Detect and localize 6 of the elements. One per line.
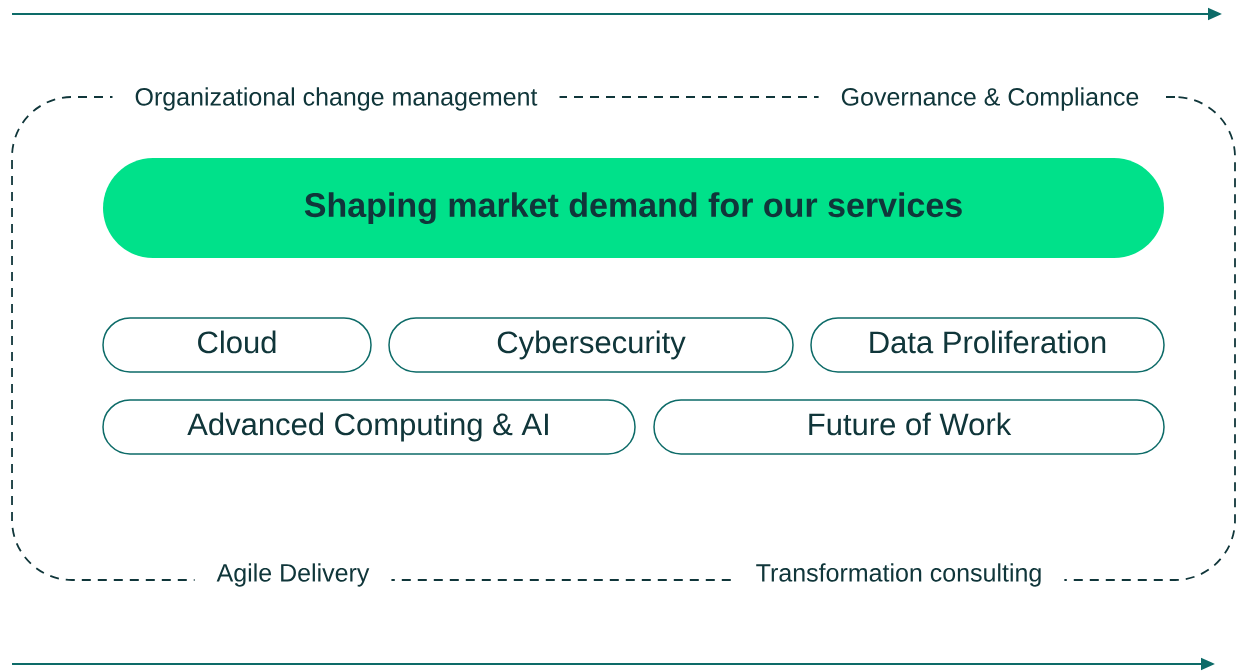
- topic-pill: Advanced Computing & AI: [102, 399, 636, 455]
- banner-pill: Shaping market demand for our services: [103, 158, 1164, 258]
- topic-pill: Cloud: [102, 317, 372, 373]
- topic-pill: Cybersecurity: [388, 317, 794, 373]
- topic-pill: Data Proliferation: [810, 317, 1165, 373]
- topic-pill: Future of Work: [653, 399, 1165, 455]
